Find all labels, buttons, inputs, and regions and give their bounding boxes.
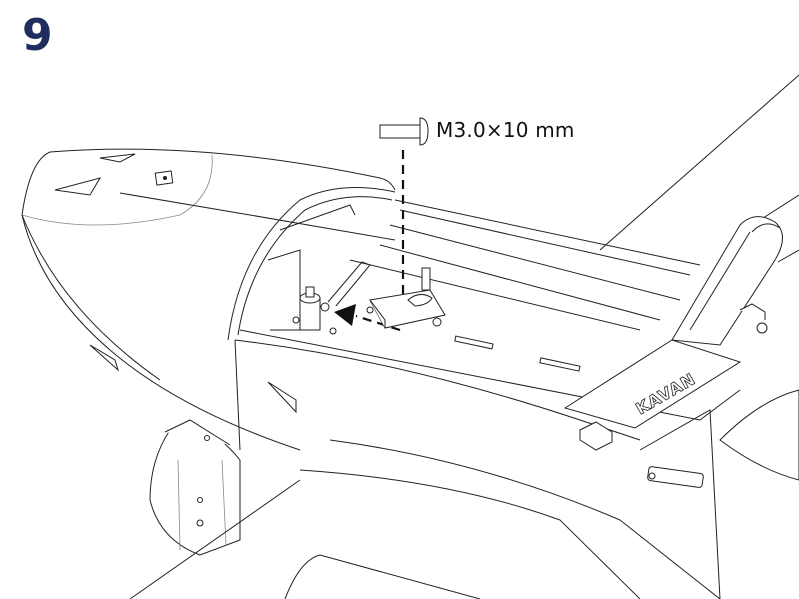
fuselage-side bbox=[234, 339, 799, 599]
cockpit-tray bbox=[234, 199, 741, 441]
arrow-left-icon bbox=[334, 304, 356, 326]
fuselage-nose bbox=[21, 148, 396, 451]
seat-back bbox=[671, 216, 783, 346]
landing-gear-fairing bbox=[129, 419, 301, 599]
seat-cover: KAVAN bbox=[563, 303, 768, 451]
wing-outline bbox=[599, 74, 799, 251]
screw-icon bbox=[379, 117, 429, 146]
screw-size-label: M3.0×10 mm bbox=[436, 118, 575, 142]
pushrod-connector bbox=[292, 261, 371, 335]
step-number: 9 bbox=[22, 10, 53, 61]
slide-path-line bbox=[355, 314, 401, 332]
servo-mount bbox=[366, 267, 446, 329]
cockpit-rim bbox=[227, 187, 396, 341]
